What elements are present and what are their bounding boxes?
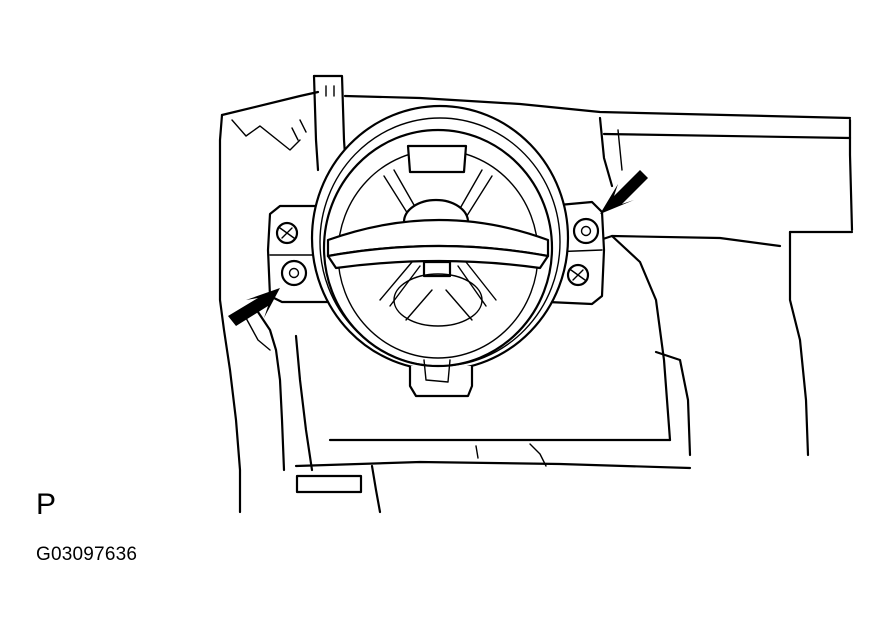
figure-id-label: G03097636 <box>36 544 138 565</box>
view-code-label: P <box>36 488 57 521</box>
screw-lower-left-icon <box>280 259 308 287</box>
air-vent-louvers <box>326 169 550 327</box>
instrument-panel-outline <box>218 74 854 514</box>
arrow-pointer-right-screw-icon <box>600 170 648 214</box>
screw-upper-left-icon <box>275 221 299 245</box>
arrow-pointer-left-screw-icon <box>228 288 280 326</box>
screw-upper-right-icon <box>572 217 600 245</box>
screw-lower-right-icon <box>566 263 590 287</box>
